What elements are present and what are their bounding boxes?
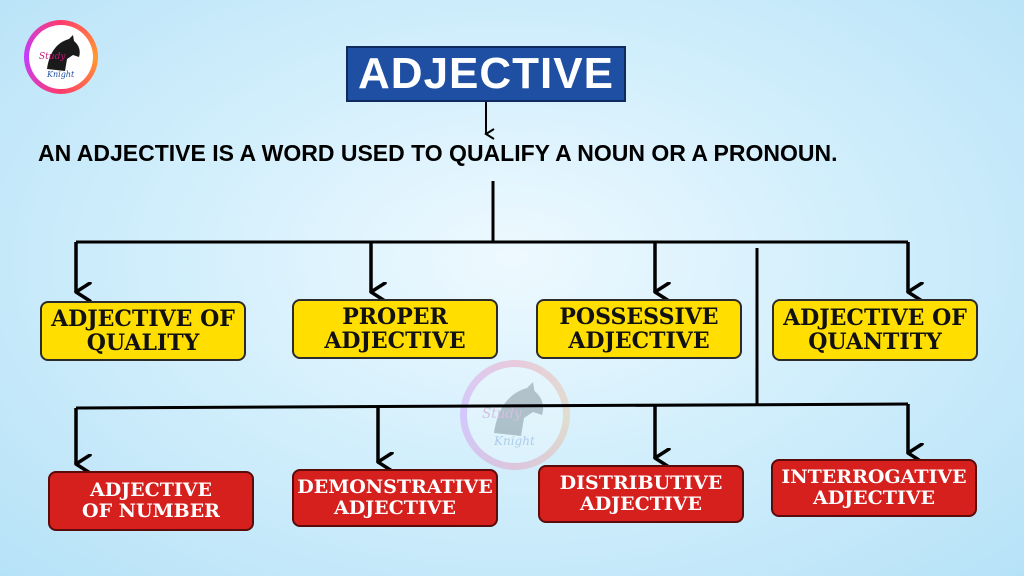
logo-text-study: Study	[39, 52, 66, 62]
box-adjective-of-quantity: ADJECTIVE OF QUANTITY	[772, 299, 978, 361]
box-adjective-of-number: ADJECTIVE OF NUMBER	[48, 471, 254, 531]
title-text: ADJECTIVE	[358, 49, 614, 98]
horse-head-icon: Study Knight	[482, 382, 544, 448]
box-line: POSSESSIVE	[559, 303, 719, 330]
box-line: QUANTITY	[808, 329, 942, 355]
box-line: INTERROGATIVE	[781, 466, 967, 489]
box-line: ADJECTIVE	[579, 493, 703, 515]
box-adjective-of-quality: ADJECTIVE OF QUALITY	[40, 301, 246, 361]
logo-text-knight: Knight	[46, 70, 75, 79]
box-line: DISTRIBUTIVE	[559, 472, 723, 495]
box-line: PROPER	[342, 303, 448, 330]
box-proper-adjective: PROPER ADJECTIVE	[292, 299, 498, 359]
watermark-text-study: Study	[482, 406, 522, 422]
watermark-text-knight: Knight	[493, 434, 535, 448]
watermark-logo: Study Knight	[460, 360, 570, 470]
box-distributive-adjective: DISTRIBUTIVE ADJECTIVE	[538, 465, 744, 523]
box-line: ADJECTIVE	[333, 497, 457, 519]
study-knight-logo: Study Knight	[24, 20, 98, 94]
horse-head-icon: Study Knight	[39, 35, 80, 79]
title-box: ADJECTIVE	[346, 46, 626, 102]
box-line: ADJECTIVE OF	[51, 305, 235, 332]
box-demonstrative-adjective: DEMONSTRATIVE ADJECTIVE	[292, 469, 498, 527]
box-line: DEMONSTRATIVE	[297, 476, 493, 499]
box-possessive-adjective: POSSESSIVE ADJECTIVE	[536, 299, 742, 359]
box-line: ADJECTIVE	[89, 479, 213, 502]
box-line: ADJECTIVE	[812, 487, 936, 509]
bottom-branch-line	[75, 402, 909, 410]
box-line: ADJECTIVE	[568, 328, 710, 354]
box-line: OF NUMBER	[82, 500, 220, 522]
box-line: ADJECTIVE	[324, 328, 466, 354]
definition-text: AN ADJECTIVE IS A WORD USED TO QUALIFY A…	[38, 140, 838, 166]
box-line: QUALITY	[86, 330, 200, 356]
box-interrogative-adjective: INTERROGATIVE ADJECTIVE	[771, 459, 977, 517]
box-line: ADJECTIVE OF	[783, 304, 967, 331]
